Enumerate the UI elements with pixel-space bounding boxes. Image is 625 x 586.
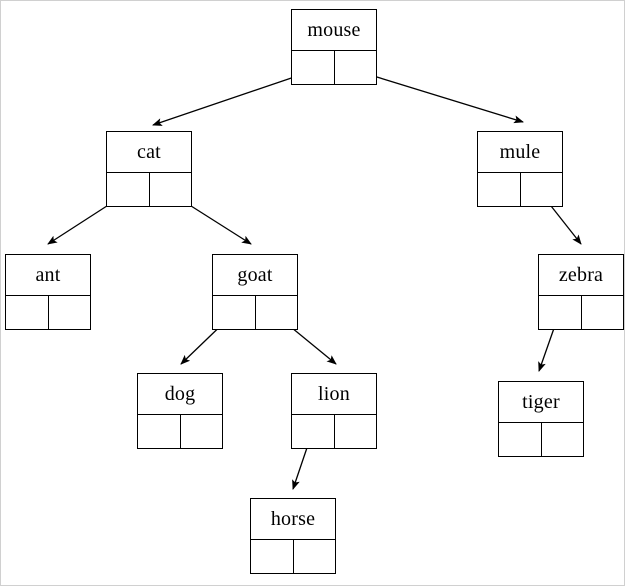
node-label-mouse: mouse [292, 10, 376, 51]
node-label-lion: lion [292, 374, 376, 415]
node-left-pointer-dog[interactable] [138, 415, 181, 448]
node-left-pointer-horse[interactable] [251, 540, 294, 573]
node-pointer-cells-mouse [292, 51, 376, 84]
node-label-mule: mule [478, 132, 562, 173]
edge-mouse-to-mule [353, 69, 524, 124]
node-right-pointer-ant[interactable] [49, 296, 91, 329]
node-right-pointer-lion[interactable] [335, 415, 377, 448]
node-right-pointer-zebra[interactable] [582, 296, 624, 329]
node-pointer-cells-mule [478, 173, 562, 206]
node-right-pointer-horse[interactable] [294, 540, 336, 573]
node-right-pointer-tiger[interactable] [542, 423, 584, 456]
node-pointer-cells-horse [251, 540, 335, 573]
tree-node-mule[interactable]: mule [477, 131, 563, 207]
node-left-pointer-mule[interactable] [478, 173, 521, 206]
node-label-tiger: tiger [499, 382, 583, 423]
node-left-pointer-mouse[interactable] [292, 51, 335, 84]
node-pointer-cells-goat [213, 296, 297, 329]
node-right-pointer-mule[interactable] [521, 173, 563, 206]
node-label-zebra: zebra [539, 255, 623, 296]
tree-node-zebra[interactable]: zebra [538, 254, 624, 330]
tree-node-dog[interactable]: dog [137, 373, 223, 449]
edge-mouse-to-cat [152, 70, 313, 126]
node-left-pointer-lion[interactable] [292, 415, 335, 448]
tree-node-tiger[interactable]: tiger [498, 381, 584, 457]
node-right-pointer-dog[interactable] [181, 415, 223, 448]
node-left-pointer-zebra[interactable] [539, 296, 582, 329]
node-pointer-cells-cat [107, 173, 191, 206]
node-pointer-cells-tiger [499, 423, 583, 456]
tree-node-ant[interactable]: ant [5, 254, 91, 330]
node-pointer-cells-lion [292, 415, 376, 448]
tree-node-lion[interactable]: lion [291, 373, 377, 449]
node-label-horse: horse [251, 499, 335, 540]
node-label-goat: goat [213, 255, 297, 296]
node-pointer-cells-zebra [539, 296, 623, 329]
node-pointer-cells-dog [138, 415, 222, 448]
node-left-pointer-goat[interactable] [213, 296, 256, 329]
node-label-cat: cat [107, 132, 191, 173]
node-pointer-cells-ant [6, 296, 90, 329]
node-right-pointer-cat[interactable] [150, 173, 192, 206]
node-label-ant: ant [6, 255, 90, 296]
tree-node-horse[interactable]: horse [250, 498, 336, 574]
node-left-pointer-cat[interactable] [107, 173, 150, 206]
node-label-dog: dog [138, 374, 222, 415]
node-left-pointer-ant[interactable] [6, 296, 49, 329]
node-left-pointer-tiger[interactable] [499, 423, 542, 456]
tree-node-goat[interactable]: goat [212, 254, 298, 330]
tree-node-mouse[interactable]: mouse [291, 9, 377, 85]
tree-node-cat[interactable]: cat [106, 131, 192, 207]
node-right-pointer-goat[interactable] [256, 296, 298, 329]
node-right-pointer-mouse[interactable] [335, 51, 377, 84]
